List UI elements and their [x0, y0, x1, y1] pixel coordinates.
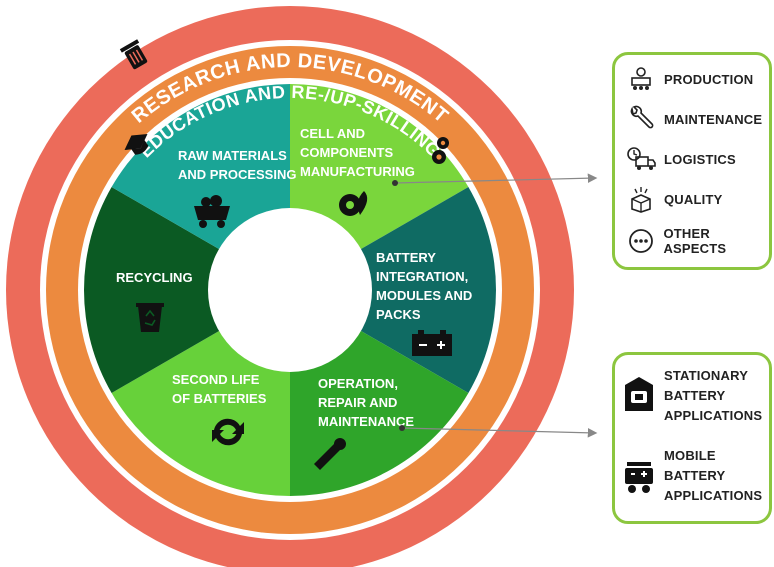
mobile-battery-icon: [622, 458, 656, 498]
application-label: STATIONARY BATTERY APPLICATIONS: [664, 366, 762, 426]
application-stationary: STATIONARY BATTERY APPLICATIONS: [622, 366, 762, 426]
recycle-bin-icon: [136, 303, 164, 332]
mine-cart-icon: [194, 195, 230, 228]
connector-bottom-dot: [399, 425, 405, 431]
trash-icon: [119, 39, 148, 70]
aspect-label: LOGISTICS: [664, 151, 736, 167]
application-label-line: APPLICATIONS: [664, 488, 763, 503]
application-label-line: BATTERY: [664, 468, 726, 483]
aspect-label: PRODUCTION: [664, 71, 754, 87]
connector-top: [394, 173, 598, 184]
stationary-battery-icon: [622, 374, 656, 414]
quality-box-icon: [626, 184, 656, 214]
wrench-icon: [314, 438, 346, 470]
center-hole: [208, 208, 372, 372]
battery-icon: [412, 330, 452, 356]
aspect-label: QUALITY: [664, 191, 723, 207]
aspect-other: OTHER ASPECTS: [626, 226, 774, 256]
graduation-cap-icon: [124, 133, 149, 155]
production-icon: [626, 64, 656, 94]
aspect-logistics: LOGISTICS: [626, 144, 736, 174]
aspect-label: OTHER ASPECTS: [663, 226, 727, 256]
aspect-production: PRODUCTION: [626, 64, 753, 94]
application-label-line: BATTERY: [664, 388, 726, 403]
cycle-arrows-icon: [212, 418, 244, 446]
gears-icon: [432, 137, 449, 164]
aspects-box: [612, 52, 772, 270]
truck-icon: [626, 144, 656, 174]
application-label-line: MOBILE: [664, 448, 716, 463]
connector-bottom: [401, 427, 598, 438]
more-dots-icon: [626, 226, 655, 256]
aspect-maintenance: MAINTENANCE: [626, 104, 762, 134]
application-label-line: APPLICATIONS: [664, 408, 763, 423]
connector-top-dot: [392, 180, 398, 186]
segment-recycling: [84, 187, 291, 393]
application-label-line: STATIONARY: [664, 368, 749, 383]
aspect-quality: QUALITY: [626, 184, 722, 214]
application-label: MOBILE BATTERY APPLICATIONS: [664, 446, 762, 506]
gear-leaf-icon: [339, 191, 368, 216]
wrench-icon: [626, 104, 656, 134]
aspect-label: MAINTENANCE: [664, 111, 763, 127]
application-mobile: MOBILE BATTERY APPLICATIONS: [622, 446, 762, 506]
segment-label-recycling: RECYCLING: [116, 270, 193, 285]
